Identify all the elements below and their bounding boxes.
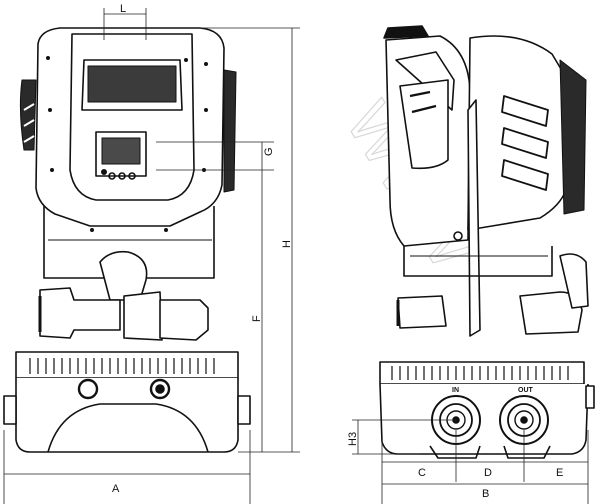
dimension-G-label: G — [263, 147, 275, 156]
dimension-E-label: E — [556, 467, 563, 479]
dimension-D-label: D — [484, 467, 492, 479]
front-base — [15, 351, 239, 379]
outlet-port — [499, 395, 549, 445]
dimension-B-label: B — [482, 488, 489, 500]
side-base — [379, 361, 585, 385]
front-right-fins — [223, 69, 237, 193]
front-right-fitting — [159, 299, 209, 341]
front-left-fitting — [39, 287, 121, 339]
dimension-H-label: H — [281, 240, 293, 248]
inlet-label: IN — [452, 387, 459, 394]
dimension-C-label: C — [418, 467, 426, 479]
dimension-H3-label: H3 — [347, 432, 359, 446]
outlet-label: OUT — [518, 387, 534, 394]
front-base-arch — [47, 403, 209, 453]
dimension-A-label: A — [112, 483, 120, 495]
front-port-left — [77, 378, 99, 400]
front-left-fins — [19, 79, 37, 151]
side-dimension-lines — [352, 419, 589, 504]
dimension-F-label: F — [251, 315, 263, 322]
front-dimension-lines — [3, 8, 300, 504]
front-view — [3, 27, 251, 453]
side-fins — [501, 95, 549, 191]
side-left-fitting — [397, 295, 447, 329]
dimension-L-label: L — [120, 3, 126, 15]
side-view — [379, 25, 595, 459]
front-elbow — [99, 250, 148, 301]
